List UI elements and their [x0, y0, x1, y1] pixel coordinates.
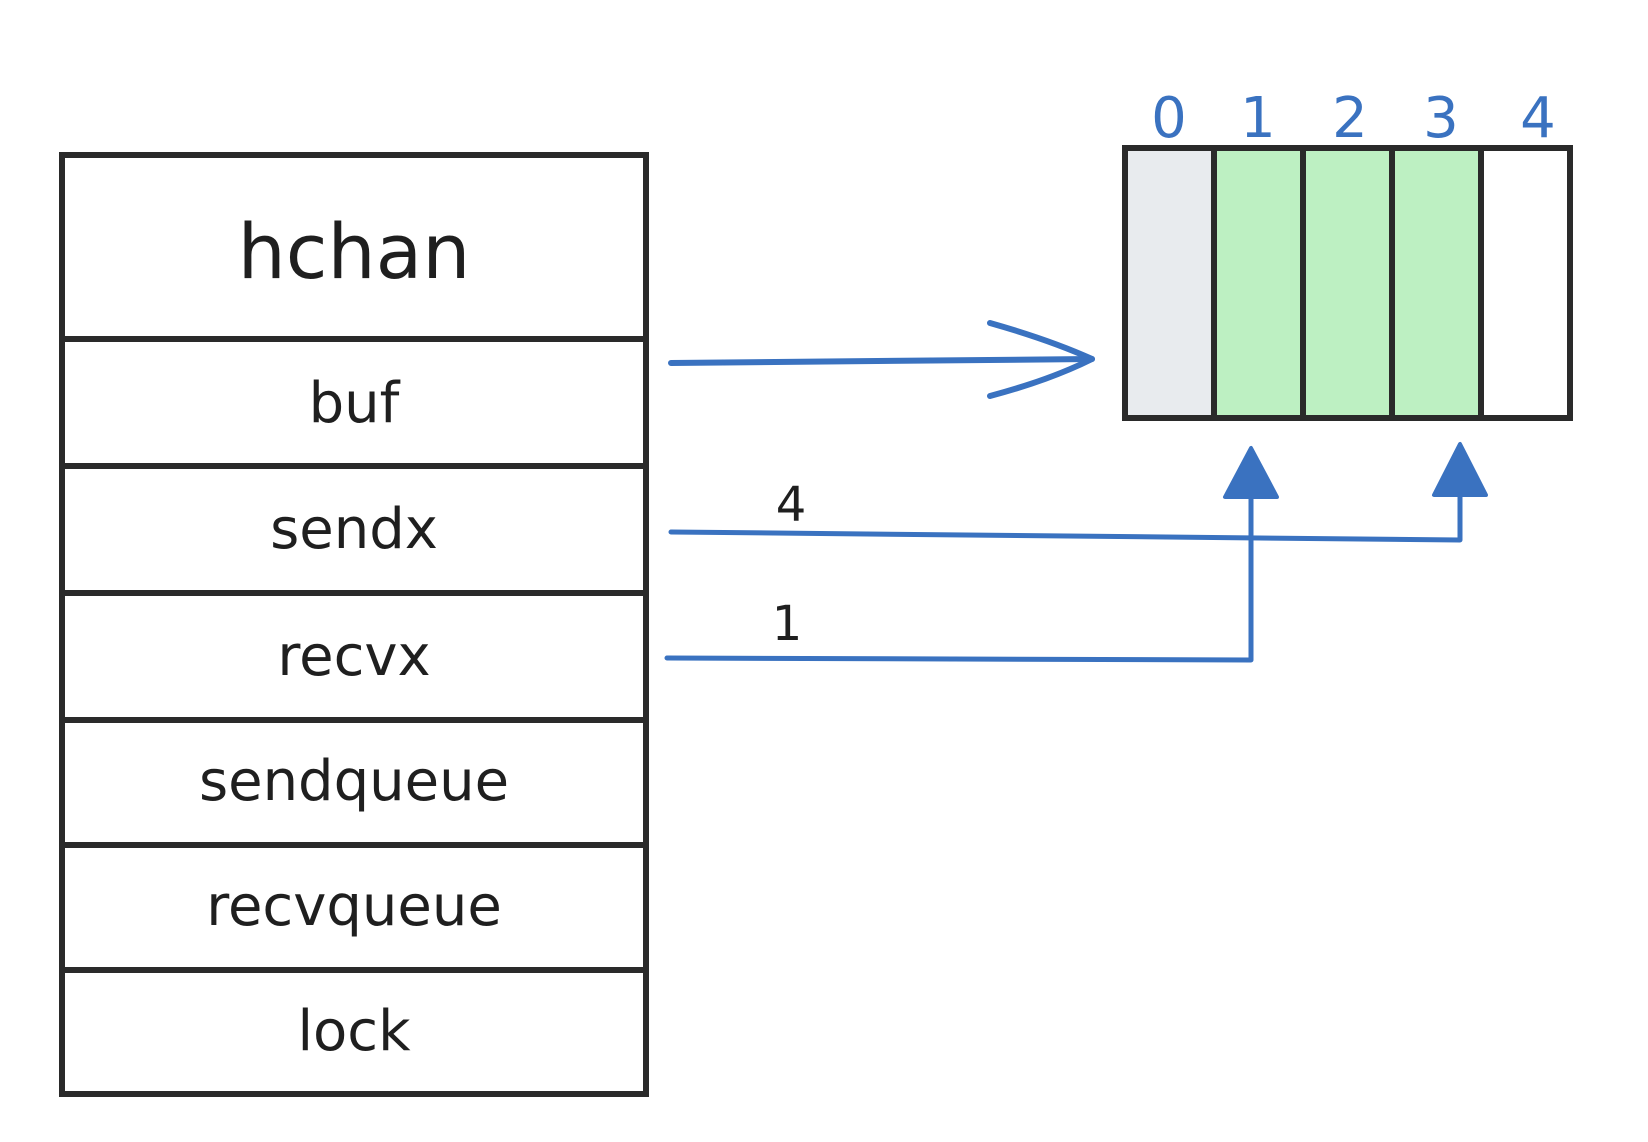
sendx-pointer: 4 — [668, 442, 1488, 543]
buffer-index-3: 3 — [1423, 86, 1459, 151]
buffer-index-0: 0 — [1151, 86, 1187, 151]
field-recvqueue: recvqueue — [206, 874, 502, 939]
field-sendqueue: sendqueue — [199, 749, 509, 814]
buffer-slot-3 — [1389, 145, 1484, 421]
buffer-index-1: 1 — [1240, 86, 1276, 151]
buffer-slot-0 — [1122, 145, 1217, 421]
buffer-slot-1 — [1211, 145, 1306, 421]
recvx-arrow-line — [664, 491, 1254, 663]
recvx-arrow-head — [1223, 446, 1279, 499]
sendx-value: 4 — [776, 477, 807, 533]
struct-outline — [59, 152, 649, 1097]
field-sendx: sendx — [270, 497, 438, 562]
buffer-slot-2 — [1300, 145, 1395, 421]
buf-arrow-head — [987, 320, 1095, 399]
buf-pointer-arrow — [668, 320, 1095, 399]
hchan-struct: hchan buf sendx recvx sendqueue recvqueu… — [59, 152, 649, 1097]
buffer-slot-4 — [1478, 145, 1573, 421]
ring-buffer: 0 1 2 3 4 — [1122, 86, 1573, 421]
buffer-index-2: 2 — [1332, 86, 1368, 151]
struct-title: hchan — [238, 207, 471, 296]
sendx-arrow-line — [668, 489, 1463, 543]
sendx-arrow-head — [1432, 442, 1488, 497]
field-buf: buf — [309, 371, 401, 436]
recvx-value: 1 — [772, 596, 803, 652]
recvx-pointer: 1 — [664, 446, 1279, 663]
field-lock: lock — [297, 999, 411, 1064]
field-recvx: recvx — [277, 624, 430, 689]
buffer-index-4: 4 — [1520, 86, 1556, 151]
buf-arrow-shaft — [668, 356, 1095, 366]
